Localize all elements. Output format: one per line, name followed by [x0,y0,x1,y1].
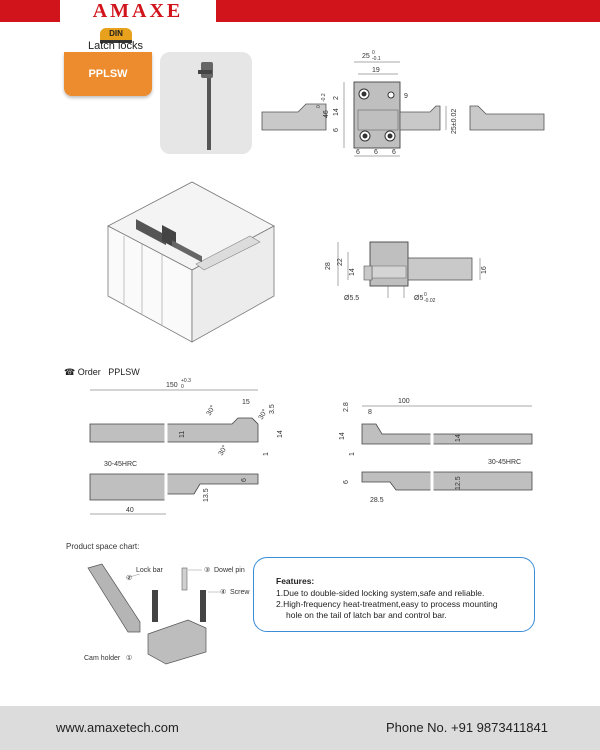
dim-height-tol-upper: 0 [316,105,322,108]
dim-tail-length: 40 [126,507,134,514]
dim-width: 25 [362,53,370,60]
latch-bar-right-drawing: 100 2.8 8 14 14 1 30-45HRC 6 12.5 28.5 [339,398,533,504]
dim-hook-width-right: 8 [368,409,372,416]
dim-hole-dia: Ø5.5 [344,295,359,302]
dim-bar-length-right: 100 [398,398,410,405]
part-num-dowel-pin: ③ [204,566,210,574]
dim-side-inner: 22 [337,258,344,266]
model-tab: PPLSW [64,52,152,96]
features-title: Features: [276,576,315,586]
part-name-cam-holder: Cam holder [84,655,121,662]
order-model: PPLSW [108,367,140,377]
dim-slot-height: 14 [333,108,340,116]
phone-number: Phone No. +91 9873411841 [385,720,548,735]
dim-side-bar: 16 [481,266,488,274]
dim-inner-width: 19 [372,67,380,74]
dim-tail-height: 6 [241,478,248,482]
feature-line-3: hole on the tail of latch bar and contro… [286,610,447,620]
part-num-screw: ④ [220,588,226,596]
part-name-dowel-pin: Dowel pin [214,567,245,574]
phone-icon: ☎ [64,367,76,377]
dim-angle-bottom: 30° [217,444,229,457]
dim-bar-height-left: 14 [277,430,284,438]
dim-hole-offset: 9 [404,93,408,100]
dim-bottom-mid: 6 [374,149,378,156]
dim-width-tol-upper: 0 [372,50,375,56]
dim-top-gap: 2 [333,96,340,100]
dim-bar-height-right: 14 [455,434,462,442]
dim-lower-gap: 6 [333,128,340,132]
dim-bar-thickness-right: 14 [339,432,346,440]
top-view-drawing: 25 0 -0.1 19 9 46 0 -0.2 2 14 6 25±0.02 … [261,50,545,157]
footer: www.amaxetech.com Phone No. +91 98734118… [0,706,600,750]
dim-height-tol-lower: -0.2 [321,93,327,102]
part-num-cam-holder: ① [126,654,132,662]
feature-line-1: 1.Due to double-sided locking system,saf… [276,588,485,598]
order-line: ☎ Order PPLSW [64,367,140,378]
side-view-drawing: 28 22 14 16 Ø5.5 Ø5 0 -0.02 [325,241,488,304]
dim-pin-dia: Ø5 [414,295,423,302]
dim-width-tol-lower: -0.1 [372,56,381,62]
dim-angle-top: 30° [205,404,217,417]
dim-bar-length-tol-upper: +0.3 [181,378,191,384]
order-label: Order [77,367,101,377]
latch-bar-left-drawing: 150 +0.3 0 15 30° 3.5 30° 11 14 1 30° 30… [89,378,284,515]
dim-step-right: 1 [349,452,356,456]
dim-bottom-right: 6 [392,149,396,156]
page-subtitle: Latch locks [88,40,144,52]
product-photo [160,52,252,154]
din-badge: DIN [100,28,132,43]
dim-hook-width: 15 [242,399,250,406]
dim-hook-gap: 2.8 [343,402,350,412]
dim-tail-length-right: 28.5 [370,497,384,504]
dim-side-slot: 14 [349,268,356,276]
dim-tail-height-right: 6 [343,480,350,484]
dim-hardness-right: 30-45HRC [488,459,521,466]
dim-bar-length: 150 [166,382,178,389]
product-space-chart: ② Lock bar ③ Dowel pin ④ Screw Cam holde… [84,563,250,665]
dim-hardness-left: 30-45HRC [104,461,137,468]
dim-hook-depth: 3.5 [269,404,276,414]
part-num-lock-bar: ② [126,574,132,582]
dim-height: 46 [323,110,330,118]
feature-line-2: 2.High-frequency heat-treatment,easy to … [276,599,498,609]
part-name-screw: Screw [230,589,250,596]
dim-pin-tol-upper: 0 [424,292,427,298]
features-box: Features: 1.Due to double-sided locking … [253,557,535,632]
part-name-lock-bar: Lock bar [136,567,164,574]
dim-step: 1 [263,452,270,456]
dim-angle-right: 30° [257,408,269,421]
dim-bar-height: 25±0.02 [451,109,458,134]
isometric-mold-illustration [107,181,275,343]
dim-side-height: 28 [325,262,332,270]
latch-bar-photo-illustration [198,62,213,150]
website-link[interactable]: www.amaxetech.com [56,720,179,735]
dim-tail-thickness-right: 12.5 [455,476,462,490]
dim-bar-length-tol-lower: 0 [181,384,184,390]
dim-pin-tol-lower: -0.02 [424,298,436,304]
brand-logo: AMAXE [60,0,216,22]
space-chart-title: Product space chart: [66,542,140,551]
dim-bar-thickness: 11 [179,431,186,438]
dim-tail-step: 13.5 [203,488,210,502]
dim-bottom-left: 6 [356,149,360,156]
